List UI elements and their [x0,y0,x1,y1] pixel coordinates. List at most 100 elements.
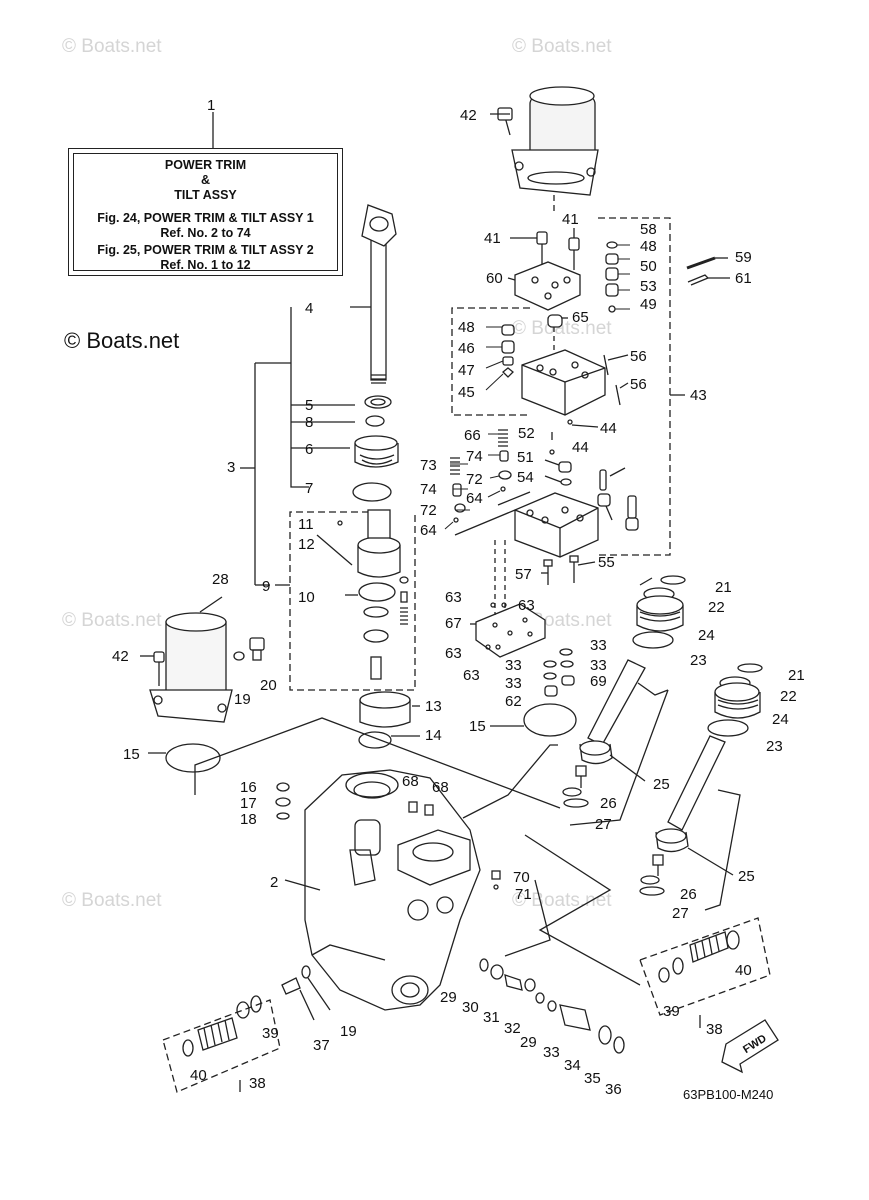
callout-label: 69 [590,673,607,690]
callout-label: 44 [572,439,589,456]
callout-label: 47 [458,362,475,379]
callout-label: 12 [298,536,315,553]
callout-label: 16 [240,779,257,796]
watermark: © Boats.net [62,890,162,911]
callout-label: 27 [672,905,689,922]
callout-label: 58 [640,221,657,238]
callout-label: 74 [420,481,437,498]
reservoir-part [149,612,233,723]
callout-label: 45 [458,384,475,401]
watermark-main: © Boats.net [64,328,180,353]
callout-label: 60 [486,270,503,287]
callout-label: 15 [123,746,140,763]
callout-label: 23 [766,738,783,755]
callout-label: 9 [262,578,270,595]
callout-label: 17 [240,795,257,812]
callout-label: 56 [630,348,647,365]
callout-label: 74 [466,448,483,465]
callout-label: 33 [590,657,607,674]
callout-label: 13 [425,698,442,715]
callout-label: 44 [600,420,617,437]
watermark: © Boats.net [512,318,612,339]
spring-part [450,429,508,475]
callout-label: 5 [305,397,313,414]
watermark: © Boats.net [62,610,162,631]
callout-label: 56 [630,376,647,393]
callout-label: 63 [463,667,480,684]
callout-label: 41 [484,230,501,247]
callout-label: 31 [483,1009,500,1026]
callout-label: 55 [598,554,615,571]
callout-label: 2 [270,874,278,891]
callout-label: 37 [313,1037,330,1054]
callout-label: 64 [420,522,437,539]
callout-label: 33 [590,637,607,654]
callout-label: 51 [517,449,534,466]
callout-label: 72 [466,471,483,488]
callout-label: 20 [260,677,277,694]
callout-label: 50 [640,258,657,275]
callout-group: 1 42 41 41 58 48 50 53 49 59 61 60 65 48… [112,97,805,1098]
callout-label: 23 [690,652,707,669]
callout-label: 70 [513,869,530,886]
callout-label: 4 [305,300,313,317]
callout-label: 11 [298,516,314,533]
callout-label: 8 [305,414,313,431]
callout-label: 3 [227,459,235,476]
callout-label: 43 [690,387,707,404]
callout-label: 25 [738,868,755,885]
callout-label: 24 [698,627,715,644]
callout-label: 63 [445,645,462,662]
watermark: © Boats.net [512,36,612,57]
callout-label: 42 [460,107,477,124]
callout-label: 39 [262,1025,279,1042]
callout-label: 33 [543,1044,560,1061]
callout-label: 33 [505,657,522,674]
callout-label: 33 [505,675,522,692]
callout-label: 24 [772,711,789,728]
title-box: POWER TRIM & TILT ASSY Fig. 24, POWER TR… [68,148,343,276]
tilt-motor-part [497,86,599,196]
watermark: © Boats.net [512,890,612,911]
callout-label: 19 [234,691,251,708]
callout-label: 54 [517,469,534,486]
callout-label: 46 [458,340,475,357]
callout-label: 68 [402,773,419,790]
callout-label: 27 [595,816,612,833]
callout-label: 25 [653,776,670,793]
callout-label: 30 [462,999,479,1016]
callout-label: 21 [788,667,805,684]
callout-label: 14 [425,727,442,744]
callout-label: 38 [706,1021,723,1038]
callout-label: 68 [432,779,449,796]
tilt-rod-part [361,204,397,384]
callout-label: 57 [515,566,532,583]
callout-label: 26 [600,795,617,812]
callout-label: 65 [572,309,589,326]
callout-label: 63 [445,589,462,606]
callout-label: 22 [708,599,725,616]
callout-label: 32 [504,1020,521,1037]
callout-label: 29 [520,1034,537,1051]
fwd-arrow [721,1019,779,1074]
callout-label: 53 [640,278,657,295]
callout-label: 10 [298,589,315,606]
callout-label: 49 [640,296,657,313]
callout-label: 34 [564,1057,581,1074]
callout-label: 7 [305,480,313,497]
diagram-code: 63PB100-M240 [683,1087,774,1102]
callout-label: 41 [562,211,579,228]
callout-label: 36 [605,1081,622,1098]
callout-label: 40 [190,1067,207,1084]
callout-label: 38 [249,1075,266,1092]
callout-label: 15 [469,718,486,735]
callout-label: 61 [735,270,752,287]
callout-label: 39 [663,1003,680,1020]
main-body-part [304,769,481,1011]
callout-label: 72 [420,502,437,519]
callout-label: 1 [207,97,215,114]
callout-label: 26 [680,886,697,903]
callout-label: 6 [305,441,313,458]
callout-label: 66 [464,427,481,444]
